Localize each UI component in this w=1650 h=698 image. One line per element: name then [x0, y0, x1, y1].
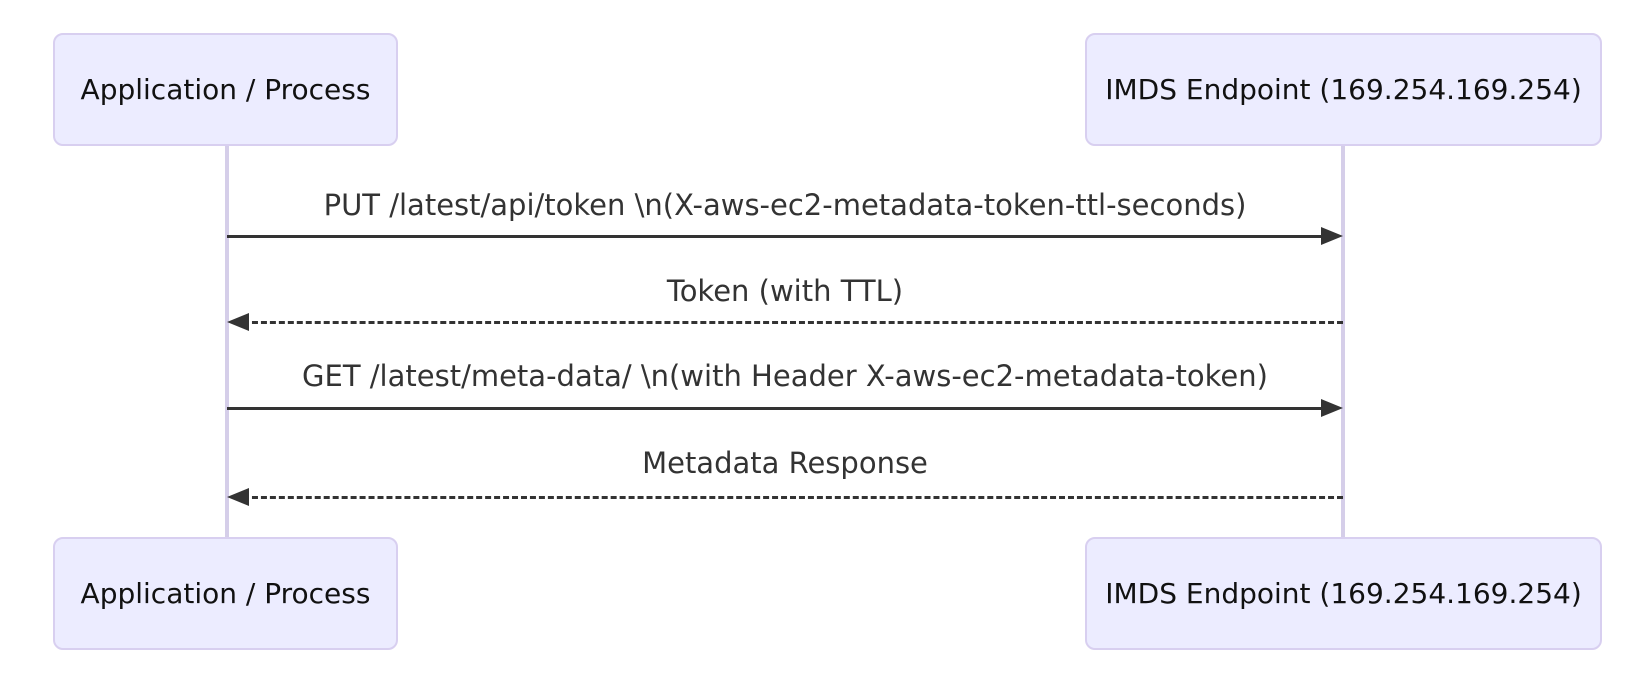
actor-box-imds-bottom: IMDS Endpoint (169.254.169.254) [1085, 537, 1602, 650]
arrowhead-right-icon [1321, 227, 1343, 245]
actor-box-application-top: Application / Process [53, 33, 398, 146]
actor-label-imds-top: IMDS Endpoint (169.254.169.254) [1105, 73, 1582, 106]
arrow-line-dashed [243, 496, 1343, 499]
actor-box-application-bottom: Application / Process [53, 537, 398, 650]
lifeline-application [225, 146, 229, 541]
arrow-line-solid [227, 235, 1327, 238]
arrowhead-left-icon [227, 313, 249, 331]
arrow-line-dashed [243, 321, 1343, 324]
arrow-line-solid [227, 407, 1327, 410]
message-label-metadata-response: Metadata Response [642, 446, 928, 480]
message-label-token-response: Token (with TTL) [666, 274, 904, 308]
actor-label-imds-bottom: IMDS Endpoint (169.254.169.254) [1105, 577, 1582, 610]
arrowhead-right-icon [1321, 399, 1343, 417]
lifeline-imds [1341, 146, 1345, 541]
arrowhead-left-icon [227, 488, 249, 506]
actor-label-application-bottom: Application / Process [80, 577, 371, 610]
actor-box-imds-top: IMDS Endpoint (169.254.169.254) [1085, 33, 1602, 146]
message-label-get-metadata: GET /latest/meta-data/ \n(with Header X-… [302, 359, 1268, 393]
message-label-put-token: PUT /latest/api/token \n(X-aws-ec2-metad… [323, 188, 1247, 222]
actor-label-application-top: Application / Process [80, 73, 371, 106]
